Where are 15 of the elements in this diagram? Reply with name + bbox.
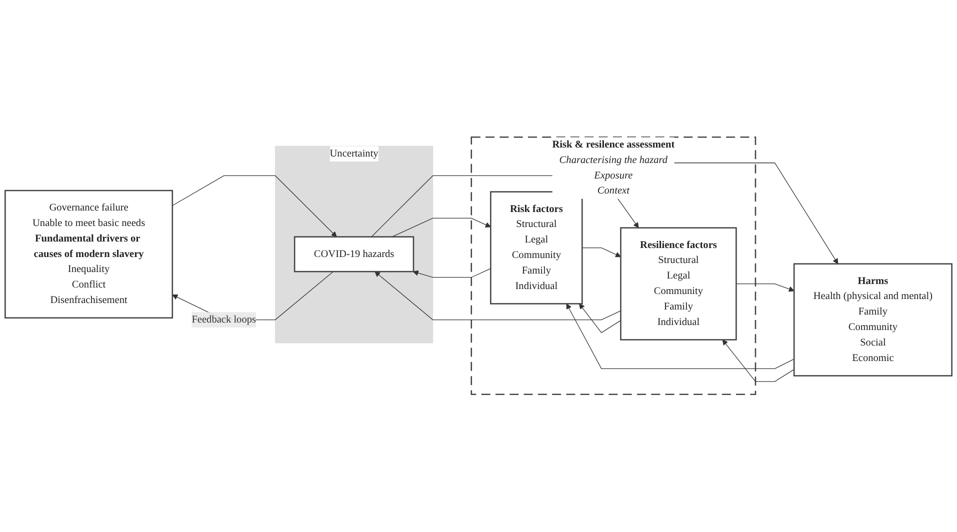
edge-label: Feedback loops [192, 314, 256, 326]
arrow [566, 304, 794, 370]
node-box: Resilience factors Structural Legal Community Family Individual [620, 227, 737, 341]
node-box: Governance failure Unable to meet basic needs Fundamental drivers or causes of modern slavery Inequality Conflict Disenfrachisement [4, 190, 174, 319]
node-box: COVID-19 hazards [294, 236, 414, 272]
arrow [736, 284, 794, 292]
arrow [374, 272, 622, 320]
arrow [392, 218, 491, 238]
node-box: Harms Health (physical and mental) Family Community Social Economic [793, 263, 952, 377]
arrow [412, 268, 491, 278]
arrow [172, 176, 337, 238]
arrow [582, 248, 621, 258]
node-box: Risk factors Structural Legal Community Family Individual [490, 191, 583, 305]
arrow [722, 340, 794, 382]
arrow [579, 304, 622, 334]
